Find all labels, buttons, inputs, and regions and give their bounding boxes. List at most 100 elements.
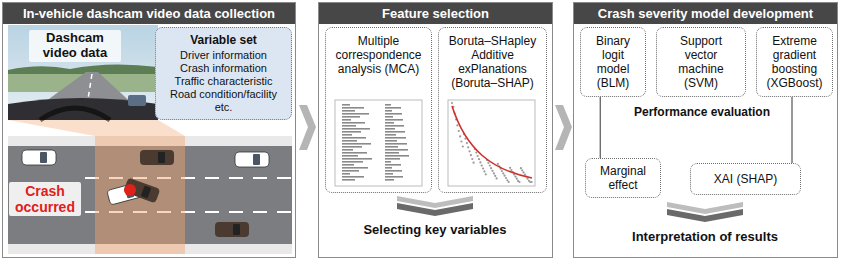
thumbnail-frame [335, 100, 422, 186]
point [524, 173, 526, 175]
bar [385, 137, 406, 139]
bar [385, 161, 391, 163]
stage-panel: Feature selectionMultiple correspondence… [318, 2, 553, 258]
point [485, 173, 487, 175]
bar [385, 140, 397, 142]
stage-output: Selecting key variables [363, 223, 506, 238]
model-box: Extreme gradient boosting (XGBoost) [756, 27, 833, 97]
bar [342, 122, 365, 124]
car [215, 222, 249, 237]
box-text: XAI (SHAP) [714, 172, 777, 186]
bar [385, 179, 394, 181]
point [505, 177, 507, 179]
image-label: Dashcam video data [29, 30, 121, 62]
car [140, 150, 174, 165]
set-item: Traffic characteristic [175, 75, 273, 88]
bar [385, 107, 401, 109]
chevron-right [299, 105, 572, 150]
point [504, 175, 506, 177]
trend-curve [452, 106, 532, 178]
panel-header: In-vehicle dashcam video data collection [3, 3, 295, 24]
bar [342, 116, 360, 118]
bar [342, 155, 358, 157]
car [123, 178, 160, 204]
box-text: Marginal effect [591, 164, 655, 192]
connector-line [791, 97, 792, 163]
point [494, 175, 496, 177]
bar [385, 149, 408, 151]
box-text: Support vector machine (SVM) [662, 34, 740, 90]
car [158, 152, 165, 163]
car [253, 154, 260, 165]
road-scene [8, 120, 292, 254]
bar [342, 179, 355, 181]
point [502, 172, 504, 174]
bar [385, 134, 396, 136]
bar [342, 104, 350, 106]
point [516, 178, 518, 180]
bar [385, 110, 392, 112]
point [518, 181, 520, 183]
bar [385, 131, 405, 133]
chevron-right [299, 105, 316, 150]
point [470, 154, 472, 156]
bar [385, 104, 391, 106]
point [491, 170, 493, 172]
bar [342, 167, 368, 169]
point [456, 124, 458, 126]
point [481, 164, 483, 166]
bar [342, 137, 366, 139]
bar [342, 146, 362, 148]
point [483, 170, 485, 172]
point [477, 155, 479, 157]
mca-thumbnail [342, 104, 409, 181]
bar [342, 113, 369, 115]
bar [342, 173, 350, 175]
point [509, 167, 511, 169]
box-text: Boruta–SHapley Additive exPlanations (Bo… [444, 34, 541, 90]
bar [342, 143, 371, 145]
point [478, 158, 480, 160]
stage-output: Interpretation of results [632, 230, 778, 245]
stage-panel: Crash severity model developmentBinary l… [573, 2, 838, 258]
step-label: Performance evaluation [634, 106, 770, 120]
point [487, 162, 489, 164]
model-box: Binary logit model (BLM) [580, 27, 646, 97]
bar [342, 110, 355, 112]
point [531, 181, 533, 183]
boruta-thumbnail [451, 102, 533, 183]
point [460, 140, 462, 142]
point [520, 167, 522, 169]
bar [385, 167, 392, 169]
set-item: Road condition/facility [170, 88, 277, 101]
bar [342, 128, 370, 130]
car [235, 152, 269, 167]
result-box: Marginal effect [585, 158, 661, 198]
model-box: Support vector machine (SVM) [656, 27, 746, 97]
car [141, 186, 151, 199]
result-box: XAI (SHAP) [690, 163, 801, 195]
point [451, 102, 453, 104]
point [473, 162, 475, 164]
point [489, 164, 491, 166]
point [462, 145, 464, 147]
bar [385, 113, 402, 115]
set-title: Variable set [190, 33, 257, 47]
point [508, 181, 510, 183]
dashcam-view [128, 95, 146, 106]
car [215, 222, 249, 237]
bar [385, 158, 400, 160]
bar [385, 128, 395, 130]
point [510, 169, 512, 171]
box-text: Binary logit model (BLM) [586, 34, 640, 90]
bar [385, 125, 404, 127]
chevron-down [667, 209, 743, 222]
method-box: Multiple correspondence analysis (MCA) [325, 27, 432, 193]
box-text: Extreme gradient boosting (XGBoost) [762, 34, 827, 90]
point [458, 130, 460, 132]
point [482, 167, 484, 169]
road-scene [8, 120, 185, 136]
point [469, 150, 471, 152]
point [522, 171, 524, 173]
